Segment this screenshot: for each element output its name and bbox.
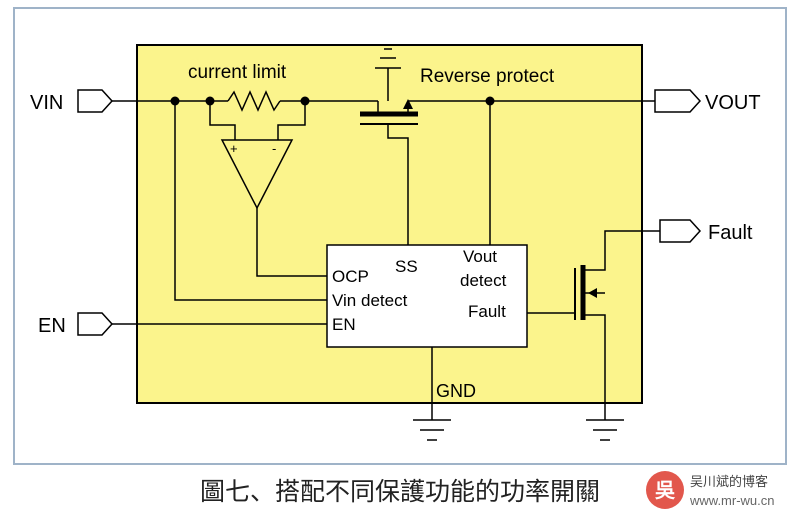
sense-plus-wire <box>209 101 236 140</box>
fault-mosfet-arrow-icon <box>588 288 597 298</box>
comparator-icon <box>220 139 294 210</box>
vin-detect-wire <box>174 101 327 301</box>
vin-detect-label: Vin detect <box>332 291 408 310</box>
ocp-label: OCP <box>332 267 369 286</box>
ocp-wire <box>256 208 327 277</box>
reverse-protect-label: Reverse protect <box>420 66 555 87</box>
en-pin-icon <box>77 312 114 336</box>
vout-pin-icon <box>654 89 702 113</box>
ss-wire <box>387 124 409 245</box>
watermark-url: www.mr-wu.cn <box>690 493 775 508</box>
fault-pin-label: Fault <box>708 222 753 244</box>
en-pin-label: EN <box>38 315 66 337</box>
outer-frame <box>13 7 787 465</box>
figure-caption: 圖七、搭配不同保護功能的功率開關 <box>199 477 600 506</box>
watermark-title: 吴川斌的博客 <box>690 475 769 490</box>
control-block <box>326 244 528 348</box>
sense-minus-wire <box>277 101 306 140</box>
gnd-label: GND <box>436 381 476 401</box>
watermark: 吳 吴川斌的博客 www.mr-wu.cn <box>642 467 798 517</box>
vin-label: VIN <box>30 92 63 114</box>
en-input-label: EN <box>332 315 356 334</box>
vout-detect-label-line2: detect <box>460 271 507 290</box>
ss-label: SS <box>395 257 418 276</box>
watermark-logo-icon: 吳 <box>646 471 684 509</box>
vout-label: VOUT <box>705 92 761 114</box>
sense-resistor-icon <box>227 90 281 112</box>
fault-source-wire <box>583 314 606 420</box>
vout-detect-label-line1: Vout <box>463 247 497 266</box>
vin-pin-icon <box>77 89 114 113</box>
fault-drain-wire <box>583 230 660 271</box>
comparator-minus-label: - <box>272 141 276 156</box>
fault-pin-icon <box>659 219 702 243</box>
fault-output-label: Fault <box>468 302 506 321</box>
mosfet-arrow-icon <box>403 99 413 109</box>
current-limit-label: current limit <box>188 62 287 83</box>
circuit-diagram: current limit Reverse protect VIN VOUT F… <box>13 7 787 465</box>
comparator-plus-label: + <box>230 141 238 156</box>
